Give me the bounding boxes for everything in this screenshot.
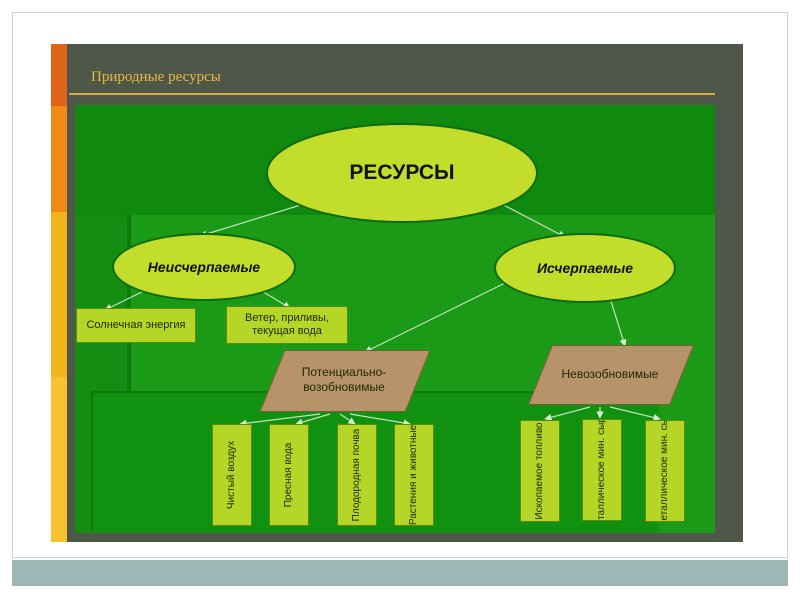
nonrenewable-node: Невозобновимые <box>561 366 659 381</box>
nonmetallic-raw-label: Неметаллическое мин. сырье <box>659 420 670 522</box>
renewable-node: Потенциально-возобновимые <box>301 365 387 394</box>
connector-left-wind <box>259 289 291 309</box>
title-underline <box>69 93 715 95</box>
connector-r4 <box>349 413 411 427</box>
resources-root-node: РЕСУРСЫ <box>266 123 538 223</box>
fertile-soil-node: Плодородная почва <box>337 424 377 526</box>
connector-n3 <box>609 406 661 421</box>
accent-stripe <box>51 212 67 377</box>
fossil-fuel-node: Ископаемое топливо <box>520 420 560 522</box>
clean-air-label: Чистый воздух <box>226 440 237 510</box>
solar-energy-node: Солнечная энергия <box>76 308 196 343</box>
fossil-fuel-label: Ископаемое топливо <box>534 422 545 520</box>
fresh-water-label: Пресная вода <box>283 442 294 508</box>
connector-n1 <box>544 406 591 421</box>
fertile-soil-label: Плодородная почва <box>351 428 362 522</box>
connector-r2 <box>295 413 331 426</box>
connector-r3 <box>339 413 356 425</box>
clean-air-node: Чистый воздух <box>212 424 252 526</box>
connector-right-renewable <box>364 282 506 353</box>
bottom-bar <box>12 560 788 586</box>
slide-title: Природные ресурсы <box>91 69 221 85</box>
inexhaustible-node: Неисчерпаемые <box>112 233 296 301</box>
exhaustible-node: Исчерпаемые <box>494 233 676 303</box>
plants-animals-node: Растения и животные <box>394 424 434 526</box>
wind-tides-node: Ветер, приливы, текущая вода <box>226 306 348 344</box>
accent-stripe <box>51 377 67 542</box>
accent-stripe <box>51 106 67 212</box>
plants-animals-label: Растения и животные <box>408 424 419 526</box>
fresh-water-node: Пресная вода <box>269 424 309 526</box>
metallic-raw-node: Металлическое мин. сырье <box>582 419 622 521</box>
metallic-raw-label: Металлическое мин. сырье <box>596 419 607 521</box>
connector-right-nonrenewable <box>609 297 627 347</box>
connector-r1 <box>239 413 321 427</box>
accent-stripe <box>51 44 67 106</box>
nonmetallic-raw-node: Неметаллическое мин. сырье <box>645 420 685 522</box>
